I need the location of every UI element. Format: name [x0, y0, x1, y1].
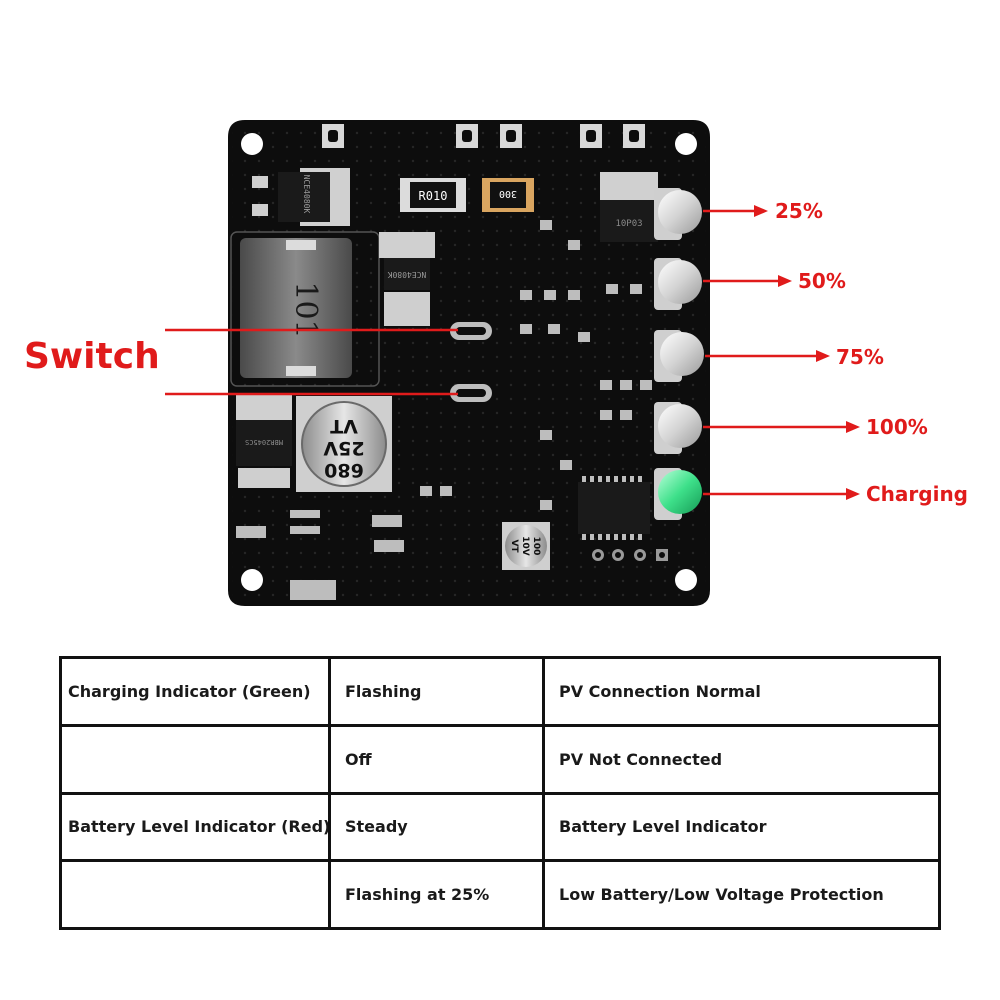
led-100: [654, 402, 702, 454]
table-cell-indicator: Battery Level Indicator (Red): [59, 791, 331, 863]
led-charging: [654, 468, 702, 520]
mounting-hole: [675, 133, 697, 155]
capacitor-marking: VT: [330, 415, 358, 437]
mosfet-marking: NCE4080K: [302, 175, 311, 214]
table-cell-meaning: PV Connection Normal: [542, 656, 941, 727]
capacitor-marking: VT: [509, 539, 519, 553]
level-75-label: 75%: [836, 345, 884, 369]
table-row: Charging Indicator (Green) Flashing PV C…: [59, 656, 941, 727]
table-cell-indicator: Charging Indicator (Green): [59, 656, 331, 727]
mosfet-marking: NCE4080K: [388, 270, 427, 279]
mounting-hole: [241, 133, 263, 155]
capacitor-marking: 25V: [323, 437, 364, 459]
table-cell-meaning: Low Battery/Low Voltage Protection: [542, 859, 941, 930]
table-row: Flashing at 25% Low Battery/Low Voltage …: [59, 859, 941, 930]
diode-marking: MBR2045CS: [245, 438, 283, 446]
led-25: [654, 188, 702, 240]
switch-callout: Switch: [24, 336, 160, 377]
table-row: Battery Level Indicator (Red) Steady Bat…: [59, 791, 941, 863]
pcb-board-illustration: NCE4080K R010 300 101 NCE4080K 10P03: [165, 120, 860, 606]
table-row: Off PV Not Connected: [59, 723, 941, 795]
indicator-status-table: Charging Indicator (Green) Flashing PV C…: [59, 656, 941, 930]
level-25-label: 25%: [775, 199, 823, 223]
level-100-label: 100%: [866, 415, 928, 439]
capacitor-marking: 680: [324, 459, 364, 481]
mounting-hole: [675, 569, 697, 591]
table-cell-meaning: PV Not Connected: [542, 723, 941, 795]
mounting-hole: [241, 569, 263, 591]
led-50: [654, 258, 702, 310]
regulator-marking: 10P03: [615, 219, 642, 229]
capacitor-marking: 10V: [520, 536, 530, 556]
table-cell-indicator: [59, 723, 331, 795]
table-cell-state: Flashing at 25%: [328, 859, 545, 930]
charging-label: Charging: [866, 482, 969, 506]
resistor-marking: R010: [419, 189, 448, 203]
capacitor-marking: 100: [531, 537, 541, 556]
level-50-label: 50%: [798, 269, 846, 293]
product-photo: NCE4080K R010 300 101 NCE4080K 10P03: [24, 120, 969, 606]
resistor-marking: 300: [499, 188, 517, 199]
table-cell-state: Off: [328, 723, 545, 795]
table-cell-meaning: Battery Level Indicator: [542, 791, 941, 863]
table-cell-indicator: [59, 859, 331, 930]
table-cell-state: Flashing: [328, 656, 545, 727]
table-cell-state: Steady: [328, 791, 545, 863]
led-75: [654, 330, 704, 382]
